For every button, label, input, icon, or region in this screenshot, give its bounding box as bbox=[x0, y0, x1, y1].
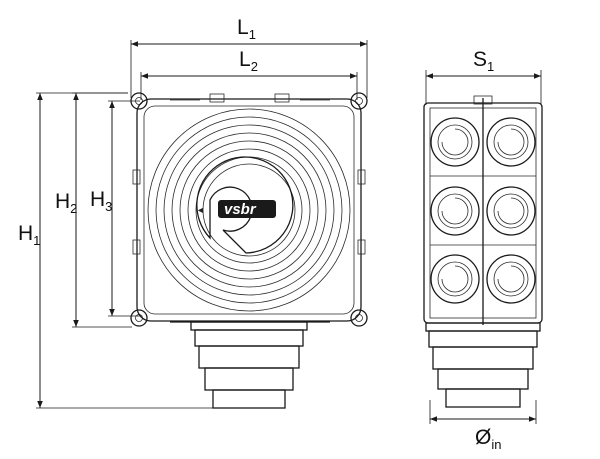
S1-label: S1 bbox=[473, 48, 494, 74]
side-conduit-entry bbox=[425, 322, 541, 408]
side-tabs bbox=[132, 169, 366, 255]
knockout-grid bbox=[430, 117, 536, 304]
knockout bbox=[486, 117, 536, 167]
conduit-entry bbox=[190, 321, 308, 409]
H1-label: H1 bbox=[18, 222, 40, 248]
center-dome bbox=[196, 156, 294, 254]
small-arrow-icon: ◄ bbox=[196, 205, 205, 215]
front-view: L1 L2 H1 H2 H3 bbox=[18, 16, 368, 409]
knockout bbox=[430, 117, 480, 167]
knockout bbox=[430, 186, 480, 236]
L2-label: L2 bbox=[239, 48, 258, 74]
side-view: S1 Øin bbox=[423, 48, 543, 452]
side-top-tab bbox=[473, 95, 493, 105]
Din-label: Øin bbox=[475, 426, 501, 452]
top-tabs bbox=[170, 93, 330, 103]
box-outer-outline bbox=[136, 98, 362, 322]
concentric-rings bbox=[147, 108, 351, 312]
box-inner-outline bbox=[143, 105, 355, 315]
logo-text: vsbr bbox=[224, 201, 257, 218]
H2-label: H2 bbox=[55, 190, 77, 216]
logo-plate bbox=[218, 200, 276, 218]
L1-label: L1 bbox=[237, 16, 256, 42]
knockout bbox=[486, 254, 536, 304]
knockout bbox=[430, 254, 480, 304]
knockout bbox=[486, 186, 536, 236]
H3-label: H3 bbox=[90, 188, 112, 214]
